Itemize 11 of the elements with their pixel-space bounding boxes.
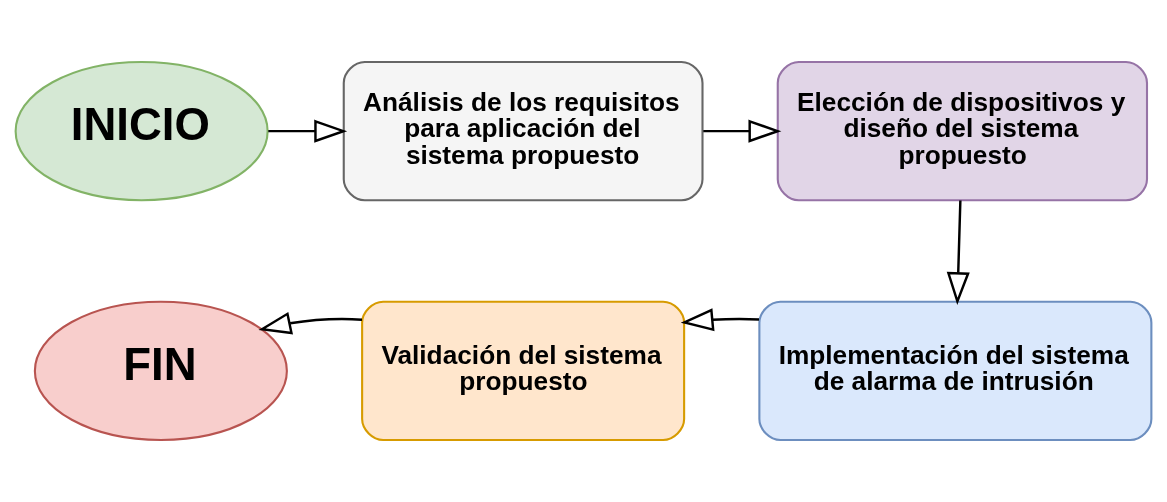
arrow (268, 119, 348, 143)
arrow (703, 119, 782, 143)
arrow (258, 311, 363, 335)
node-box: Análisis de los requisitos para aplicación del sistema propuesto (342, 60, 704, 202)
arrow (946, 200, 970, 306)
node-box: Validación del sistema propuesto (361, 300, 686, 442)
node-box: Elección de dispositivos y diseño del sistema propuesto (776, 60, 1149, 202)
node-ellipse: FIN (33, 300, 288, 442)
node-box: Implementación del sistema de alarma de intrusión (758, 300, 1153, 442)
arrow (680, 308, 760, 332)
node-ellipse: INICIO (14, 60, 269, 202)
